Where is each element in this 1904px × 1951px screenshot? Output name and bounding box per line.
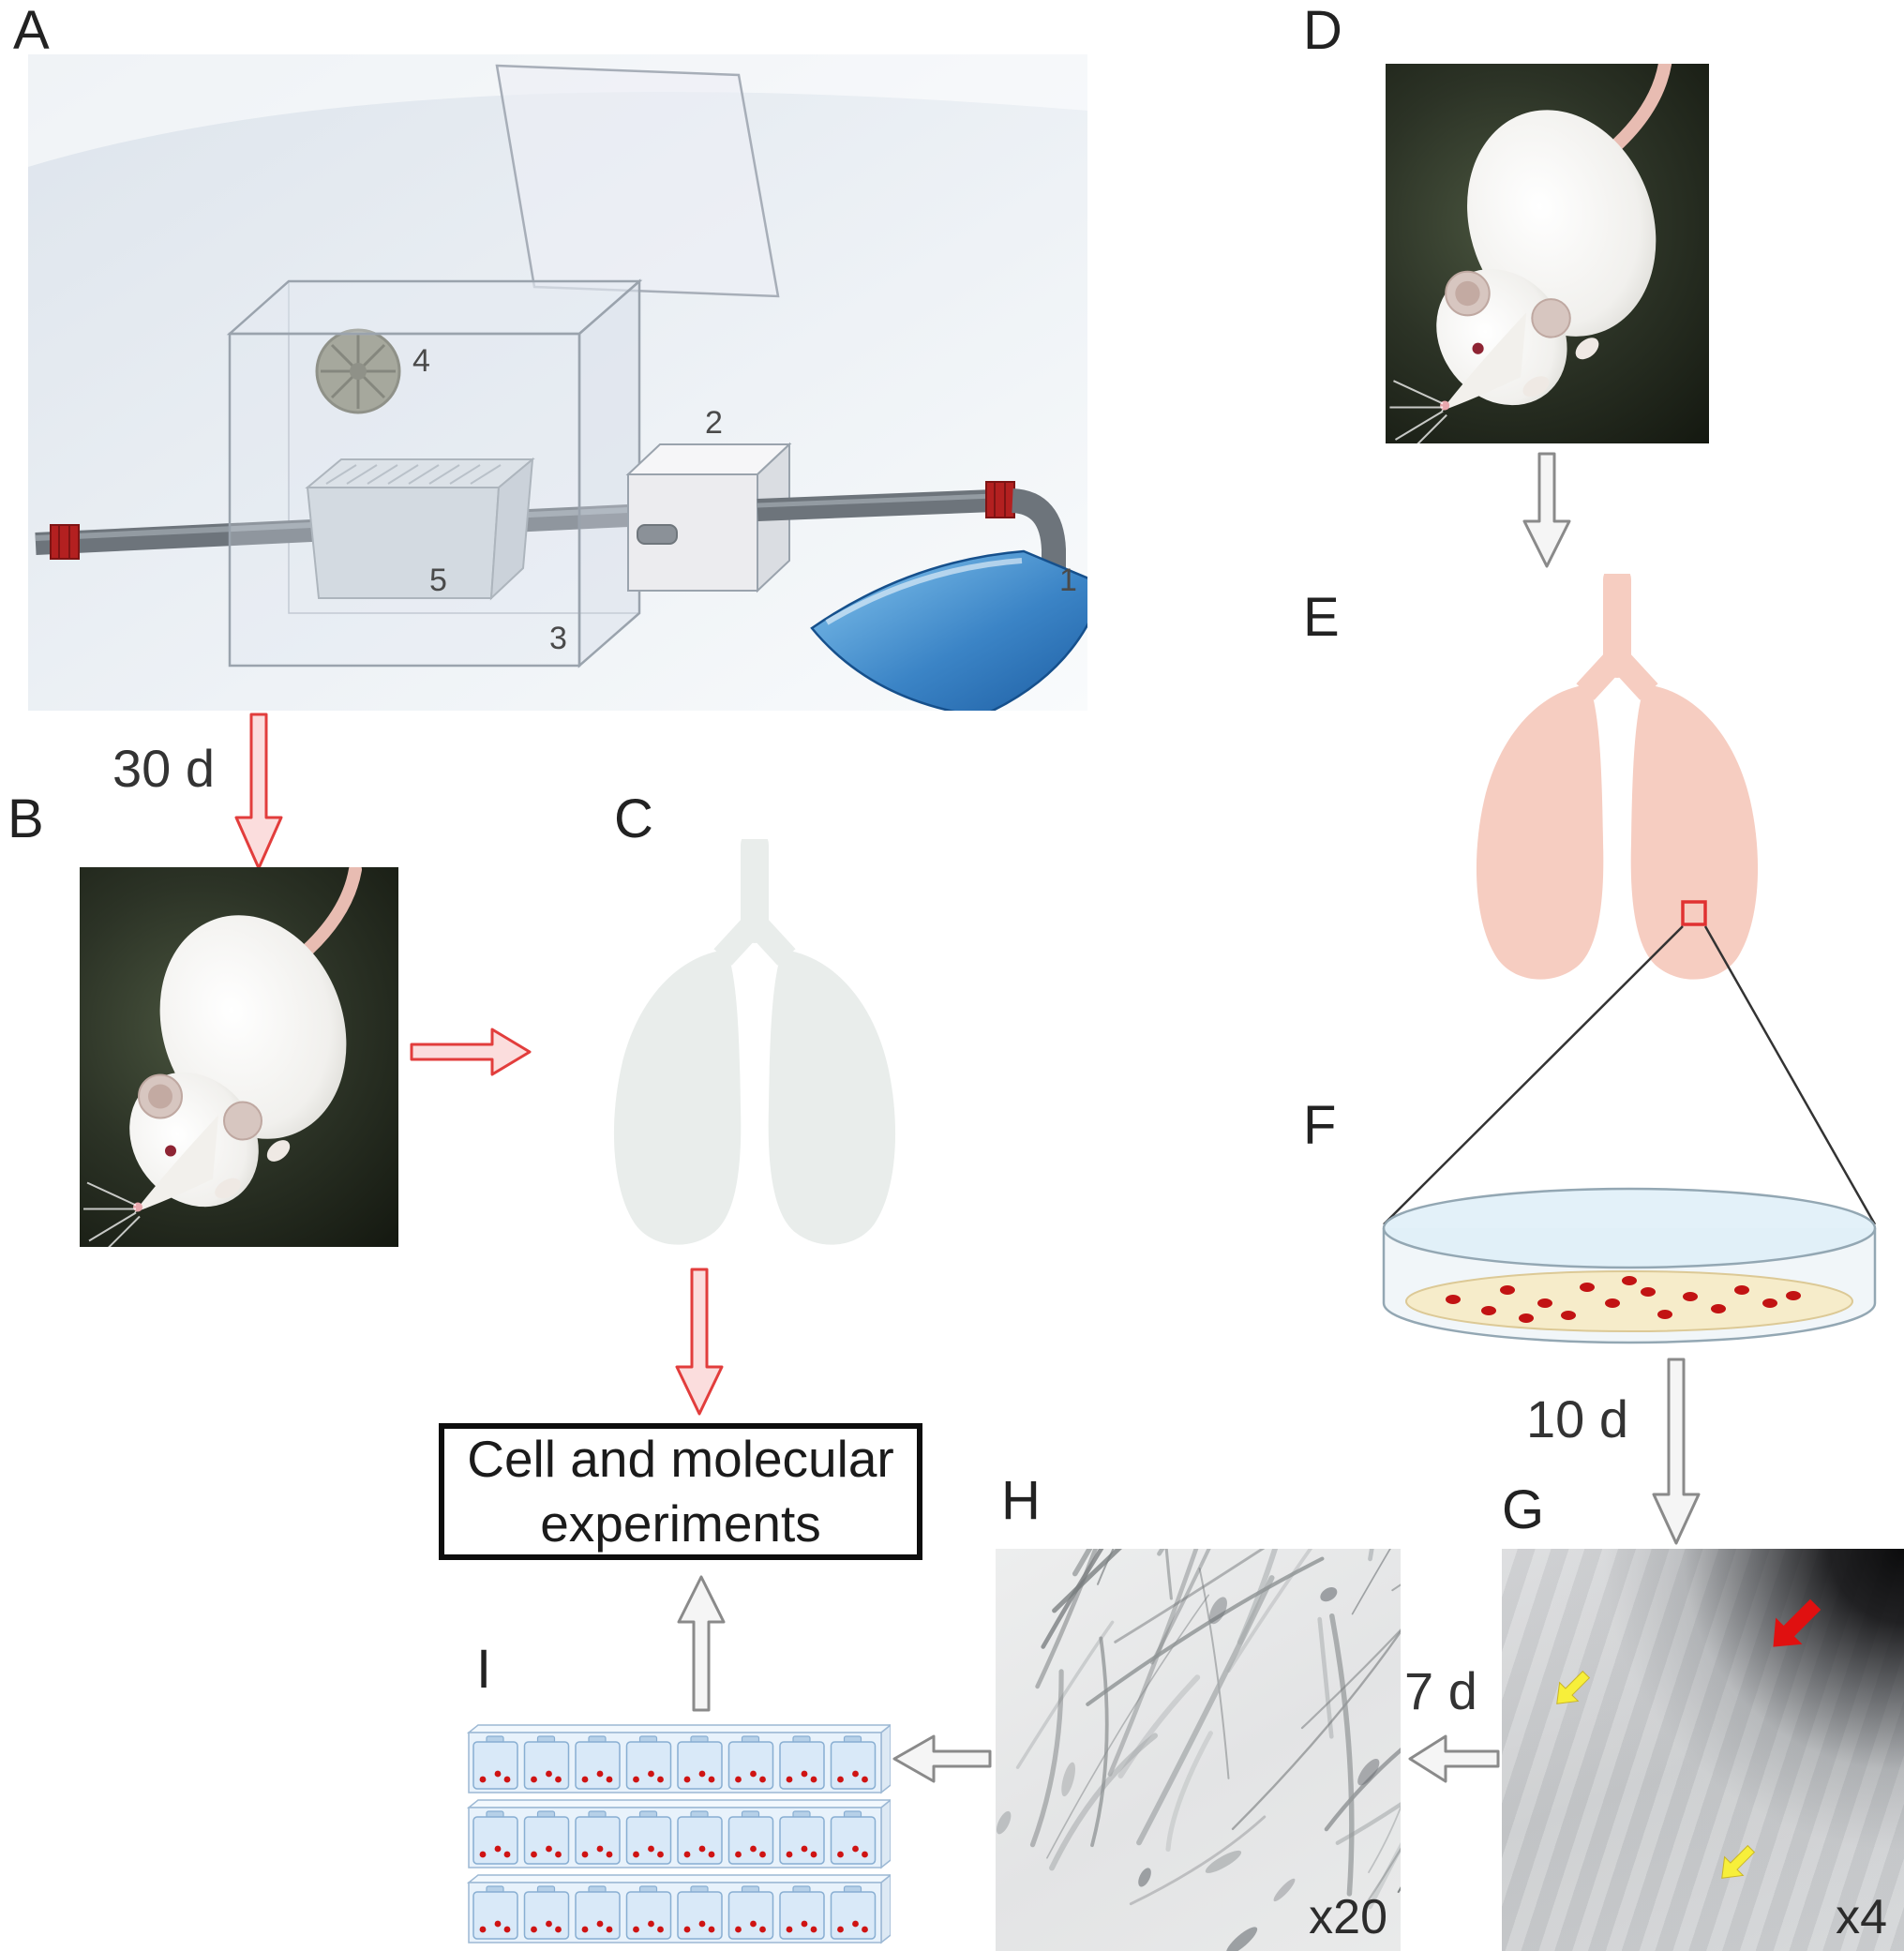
yellow-arrow-annotation-icon [1721, 1844, 1756, 1879]
part-number-chamber: 3 [549, 621, 567, 656]
panel-label-h: H [1001, 1470, 1041, 1531]
tissue-explant-dots [1446, 1276, 1801, 1323]
chamber-lid [495, 64, 780, 298]
magnifier-cone-line-right [1703, 925, 1877, 1225]
arrow-left-gray-to-cells [1408, 1734, 1500, 1783]
arrow-down-red-to-experiments [675, 1268, 724, 1416]
lungs-pink-illustration [1402, 574, 1833, 1005]
panel-label-i: I [476, 1639, 492, 1700]
valve-box [625, 442, 792, 593]
panel-label-e: E [1303, 587, 1340, 648]
fibroblast-texture [996, 1549, 1401, 1951]
smoke-chamber [226, 278, 643, 668]
pipe-coupling-left [50, 524, 80, 560]
part-number-tray: 5 [429, 563, 447, 598]
experiments-box-text: Cell and molecular experiments [467, 1430, 894, 1553]
panel-label-c: C [614, 788, 653, 849]
exposure-duration-label: 30 d [112, 739, 215, 798]
experiments-box: Cell and molecular experiments [439, 1423, 922, 1560]
arrow-down-gray-to-explant [1652, 1358, 1701, 1545]
arrow-down-red-exposure [234, 713, 283, 870]
tissue-sample-square [1681, 900, 1707, 926]
arrow-right-red-to-lungs [410, 1028, 532, 1076]
petri-dish-illustration [1382, 925, 1877, 1344]
panel-label-f: F [1303, 1095, 1337, 1156]
arrow-left-gray-to-flasks [892, 1734, 992, 1783]
mouse-illustration [80, 867, 398, 1247]
part-number-fan: 4 [412, 343, 430, 379]
smoke-funnel [810, 549, 1087, 711]
mouse-photo-exposed [80, 867, 398, 1247]
micrograph-fibroblasts: x20 [996, 1549, 1401, 1951]
fan-icon [315, 328, 401, 414]
outgrowth-duration-label: 7 d [1404, 1661, 1477, 1720]
pipe-coupling-right [985, 481, 1015, 518]
flask-rack [467, 1724, 891, 1944]
arrow-up-gray-to-experiments [677, 1575, 726, 1712]
panel-label-a: A [13, 0, 50, 61]
magnification-label-g: x4 [1836, 1890, 1887, 1944]
magnification-label-h: x20 [1309, 1890, 1387, 1944]
arrow-down-gray-to-lungs [1522, 452, 1571, 568]
lungs-gray-illustration [539, 839, 970, 1270]
explant-duration-label: 10 d [1526, 1389, 1628, 1448]
part-number-funnel: 1 [1059, 563, 1077, 598]
smoke-apparatus-illustration: 1 2 3 4 5 [28, 54, 1087, 711]
specimen-tray [305, 457, 535, 601]
magnifier-cone-line-left [1383, 925, 1684, 1225]
inlet-pipe [757, 481, 1066, 591]
micrograph-explant: x4 [1502, 1549, 1904, 1951]
panel-label-d: D [1303, 0, 1342, 61]
part-number-valve-box: 2 [705, 405, 723, 441]
mouse-photo-donor [1386, 64, 1709, 443]
red-arrow-annotation-icon [1773, 1598, 1822, 1647]
dish-rim [1382, 1187, 1877, 1269]
yellow-arrow-annotation-icon [1556, 1670, 1591, 1704]
panel-label-g: G [1502, 1479, 1545, 1540]
panel-label-b: B [7, 788, 44, 849]
mouse-illustration [1386, 64, 1709, 443]
